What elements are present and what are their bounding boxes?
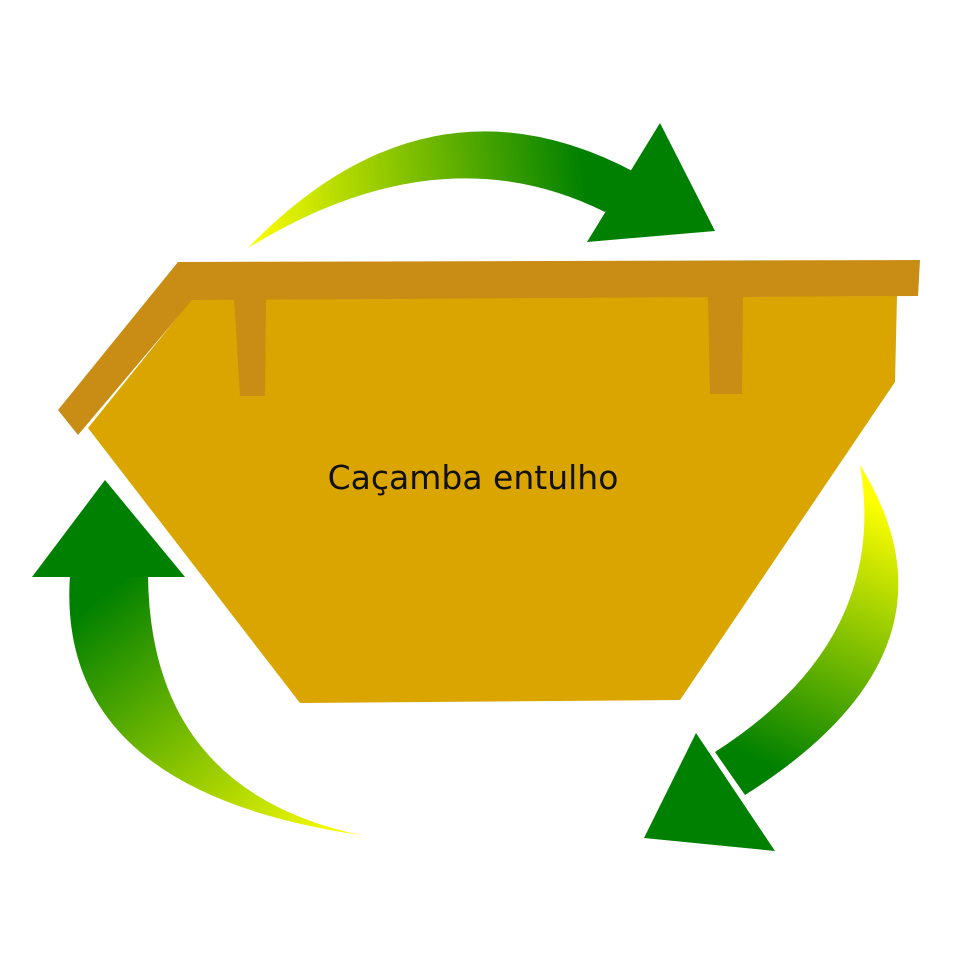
recycle-arrow-right-icon — [644, 465, 899, 851]
dumpster-strut-left — [234, 296, 266, 396]
dumpster-body — [88, 296, 897, 703]
dumpster-icon — [58, 260, 920, 703]
dumpster-rim — [58, 260, 920, 435]
recycle-arrow-left-icon — [32, 480, 360, 835]
dumpster-label: Caçamba entulho — [327, 458, 619, 497]
recycle-arrow-top-icon — [248, 123, 715, 248]
dumpster-strut-right — [708, 296, 743, 394]
